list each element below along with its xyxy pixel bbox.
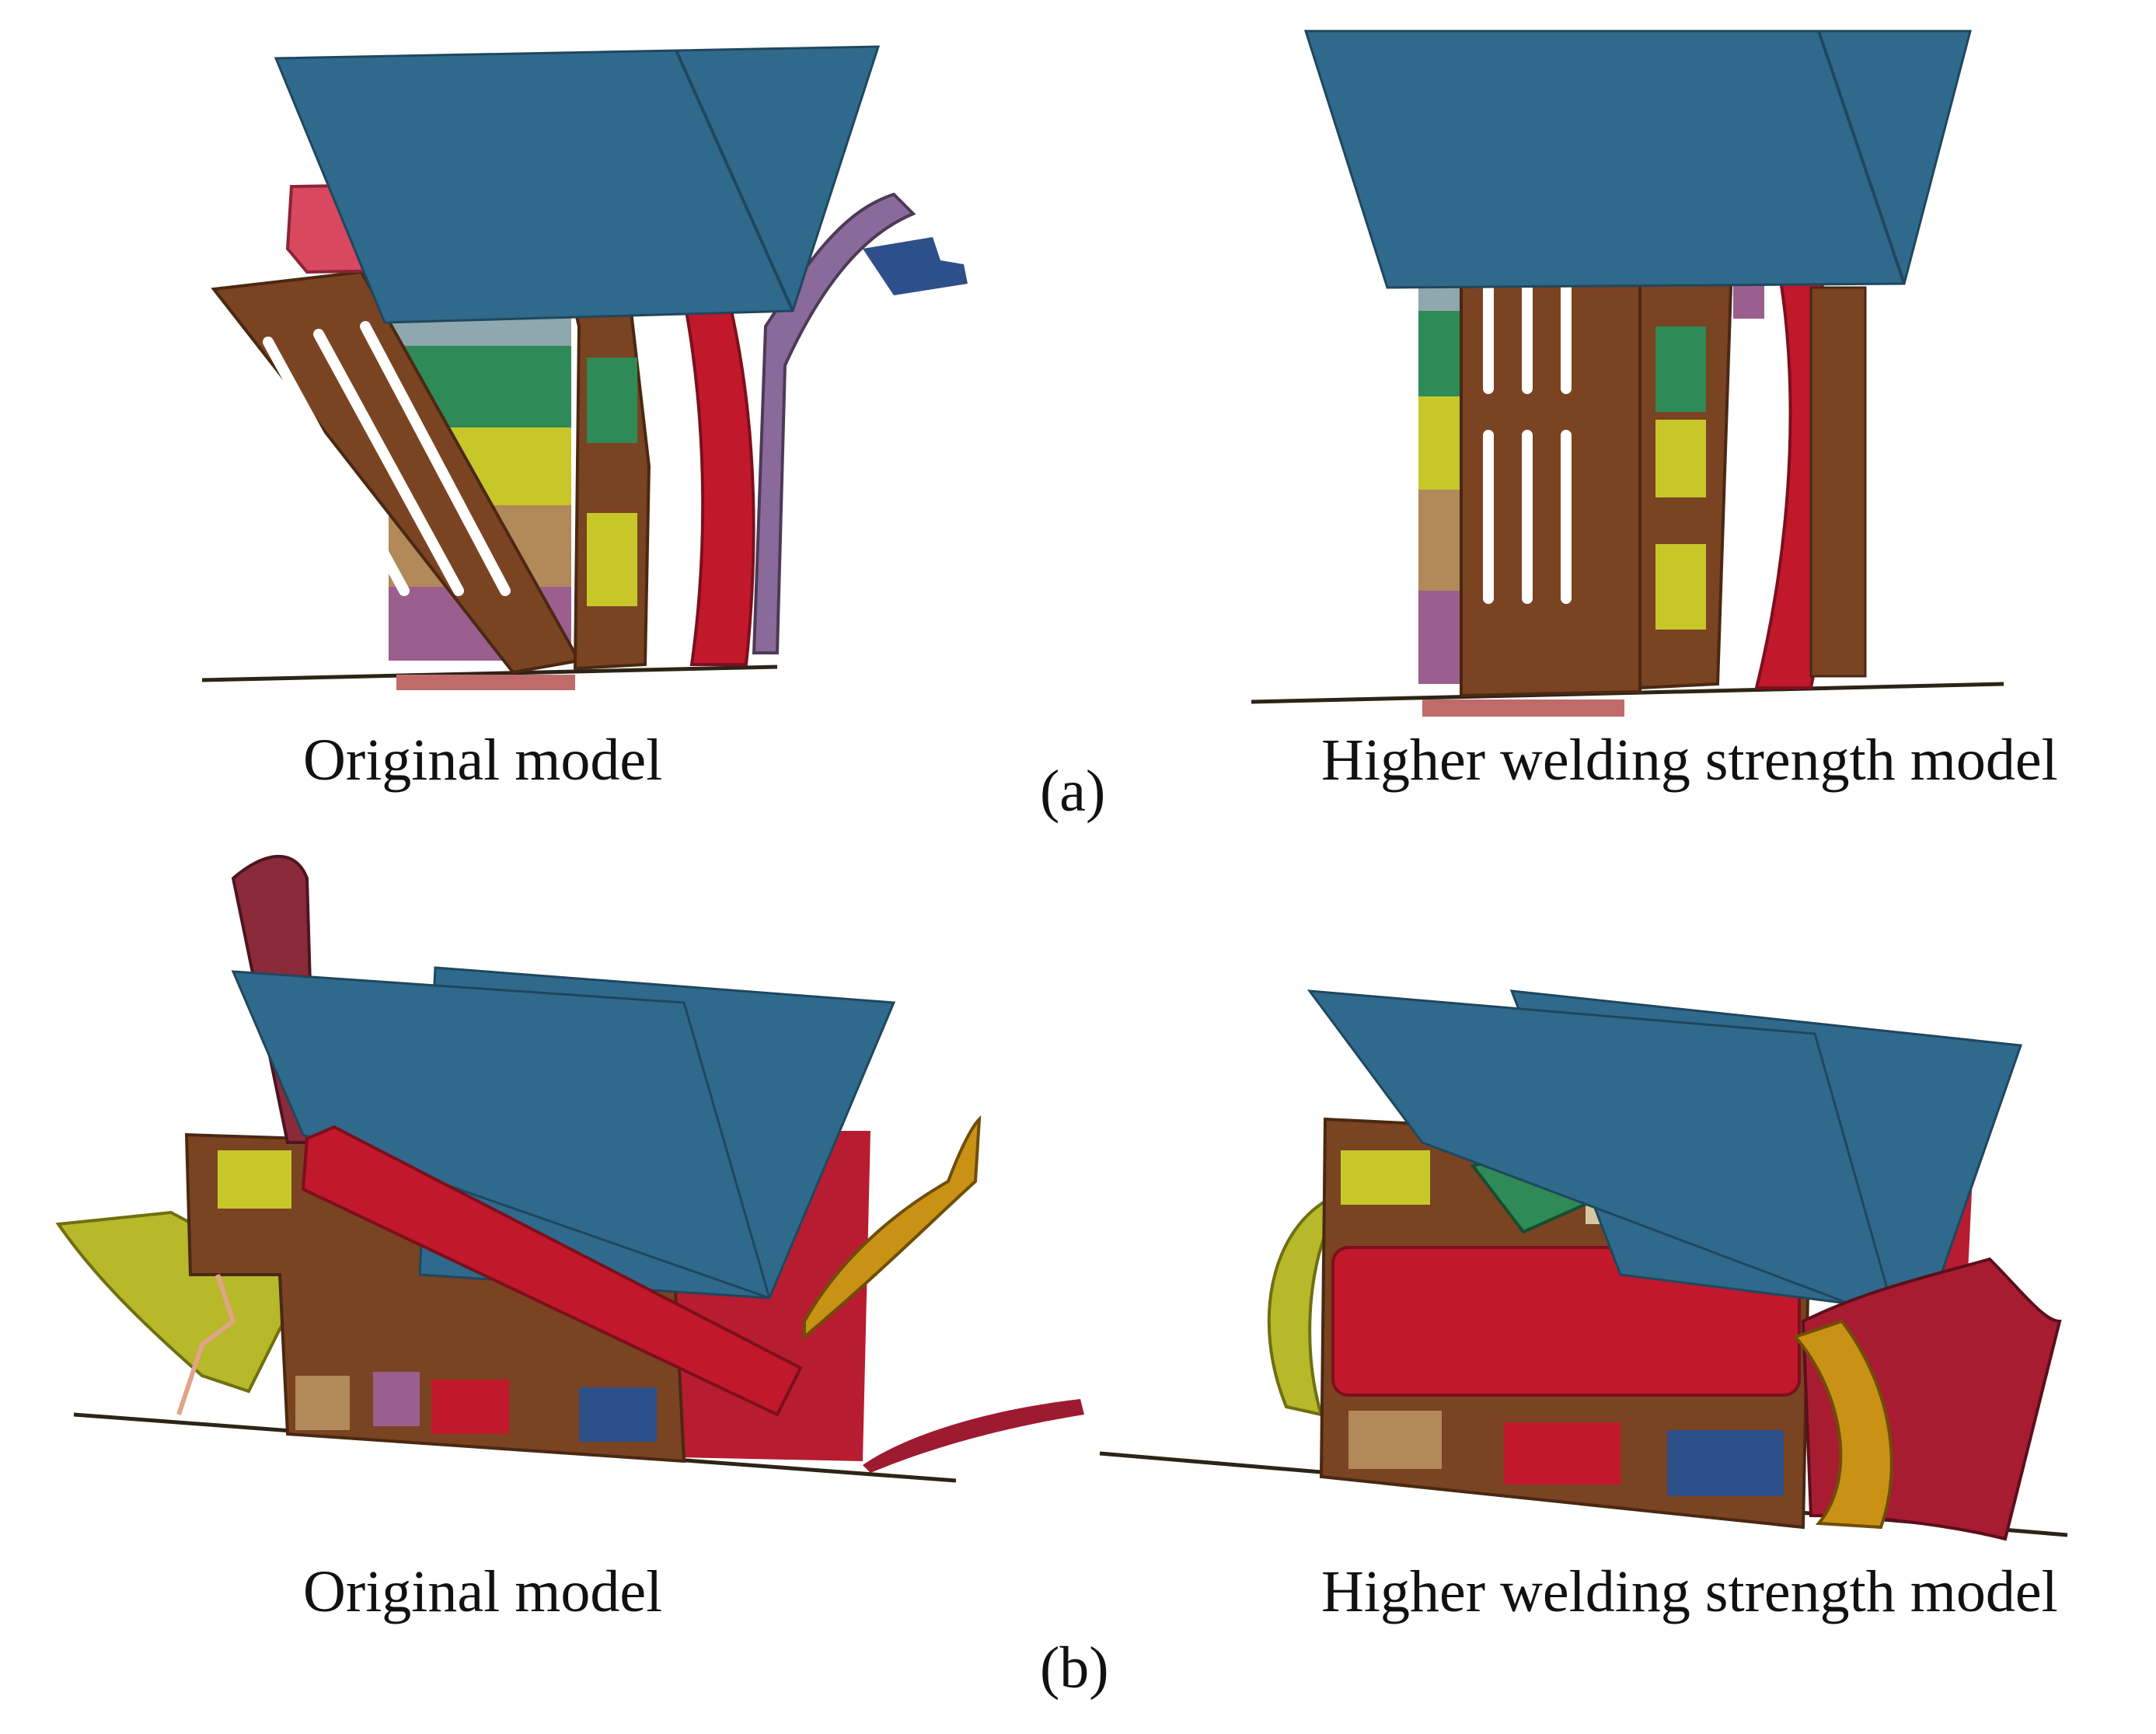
mustard-curled-panel xyxy=(803,1115,982,1341)
caption-b-right: Higher welding strength model xyxy=(1321,1559,2058,1624)
impactor-block xyxy=(1303,30,1972,289)
bottom-bracket xyxy=(1422,700,1624,717)
panel-a-higher-welding-model xyxy=(1251,30,2004,717)
red-long-module xyxy=(1331,1246,1801,1397)
bottom-bracket xyxy=(396,675,575,690)
panel-b-original-model xyxy=(55,854,1084,1483)
panel-tag-b: (b) xyxy=(1040,1635,1109,1701)
caption-a-left: Original model xyxy=(303,727,663,793)
dark-red-skirt xyxy=(863,1399,1084,1473)
panel-b-higher-welding-model xyxy=(1099,989,2068,1541)
ground-line xyxy=(201,665,778,682)
olive-rolled-panel xyxy=(1267,1195,1339,1417)
impactor-block-front xyxy=(231,970,772,1300)
panel-a-original-model xyxy=(201,45,968,690)
diagonal-red-beam xyxy=(301,1125,803,1417)
impactor-edge xyxy=(675,50,794,312)
caption-b-left: Original model xyxy=(303,1559,663,1624)
impactor-edge xyxy=(1817,30,1906,284)
caption-a-right: Higher welding strength model xyxy=(1321,727,2058,793)
panel-tag-a: (a) xyxy=(1040,759,1106,824)
pink-loose-wire xyxy=(176,1274,236,1415)
mustard-curled-panel xyxy=(1792,1319,1893,1530)
red-curved-beam xyxy=(658,200,755,666)
dark-blue-connector xyxy=(863,237,968,295)
right-frame-strip xyxy=(1809,286,1867,678)
